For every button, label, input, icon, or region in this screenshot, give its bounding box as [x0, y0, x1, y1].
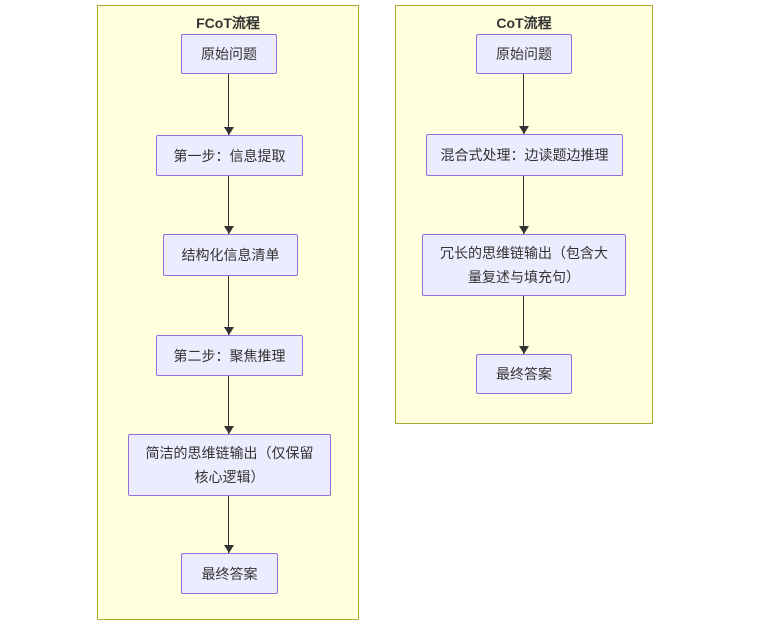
flow-arrow [223, 496, 234, 553]
flow-arrow [518, 74, 529, 134]
cluster-fcot-title: FCoT流程 [196, 15, 260, 31]
cluster-cot-title: CoT流程 [496, 15, 552, 31]
flow-arrow [223, 376, 234, 434]
flow-node-fcot-step1-extraction: 第一步：信息提取 [156, 135, 303, 176]
flow-node-fcot-final-answer: 最终答案 [181, 553, 278, 594]
flow-arrow [223, 176, 234, 234]
flow-node-cot-original-question: 原始问题 [476, 34, 572, 74]
flow-node-fcot-step2-reasoning: 第二步：聚焦推理 [156, 335, 303, 376]
flow-node-fcot-structured-list: 结构化信息清单 [163, 234, 298, 276]
flow-arrow [223, 276, 234, 335]
flow-node-fcot-concise-output: 简洁的思维链输出（仅保留核心逻辑） [128, 434, 331, 496]
flow-arrow [223, 74, 234, 135]
flow-arrow [518, 176, 529, 234]
flow-node-fcot-original-question: 原始问题 [181, 34, 277, 74]
flow-node-cot-verbose-output: 冗长的思维链输出（包含大量复述与填充句） [422, 234, 626, 296]
flow-node-cot-final-answer: 最终答案 [476, 354, 572, 394]
flow-node-cot-mixed-processing: 混合式处理：边读题边推理 [426, 134, 623, 176]
flow-arrow [518, 296, 529, 354]
